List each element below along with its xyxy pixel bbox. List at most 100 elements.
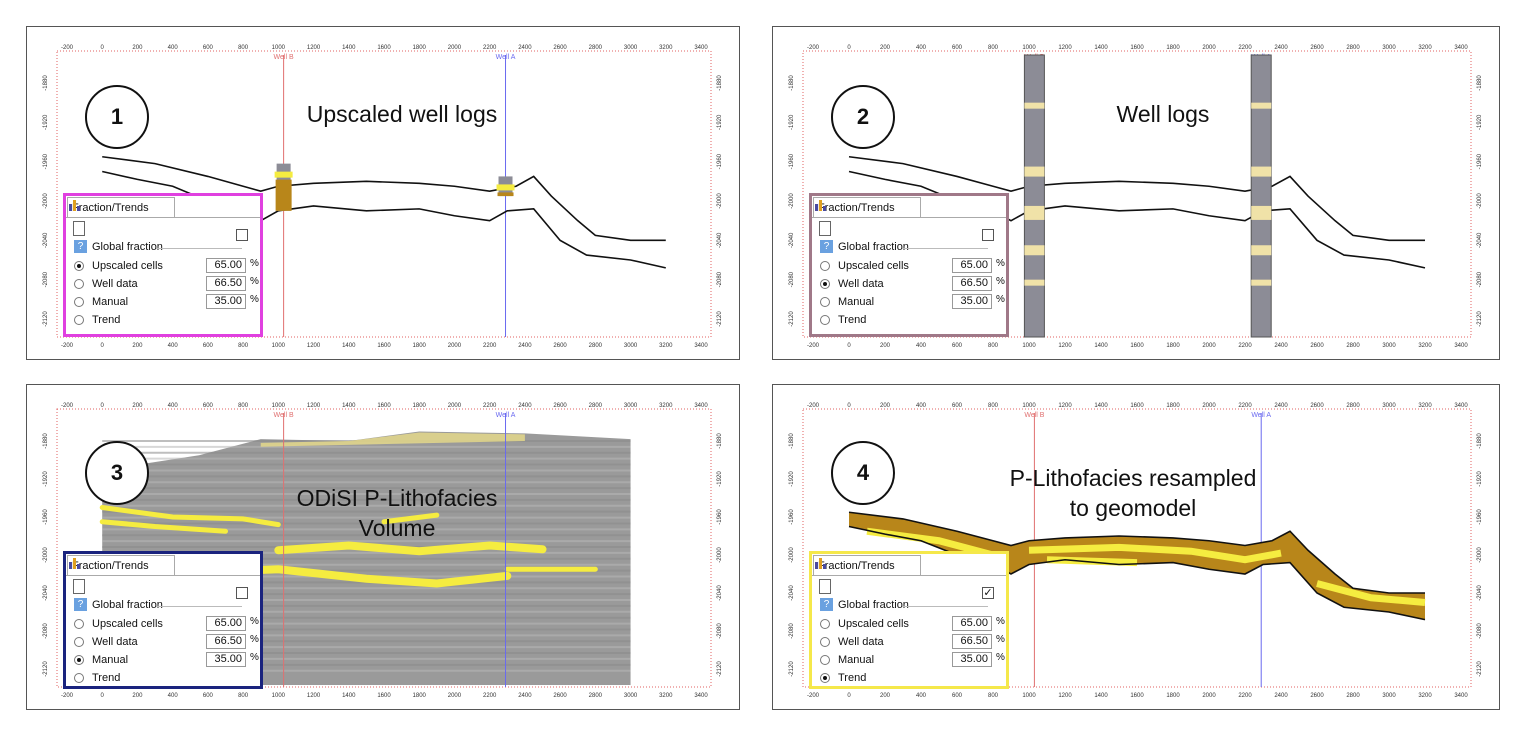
fraction-value-field[interactable]: 35.00 xyxy=(206,652,246,667)
widget-tab-row: Fraction/Trends xyxy=(66,554,260,576)
well-log-sand-interval xyxy=(1024,205,1045,220)
fraction-radio[interactable] xyxy=(820,279,830,289)
x-tick-label-bottom: 1600 xyxy=(1130,343,1144,349)
document-icon[interactable] xyxy=(73,579,85,594)
percent-unit: % xyxy=(996,276,1005,287)
fraction-value-field[interactable]: 66.50 xyxy=(206,276,246,291)
x-tick-label-bottom: 2800 xyxy=(1346,343,1360,349)
x-tick-label-bottom: 2000 xyxy=(448,693,462,699)
plot-frame xyxy=(56,50,712,338)
fraction-trends-tab[interactable]: Fraction/Trends xyxy=(813,555,921,575)
fraction-option-row[interactable]: Trend xyxy=(820,670,934,686)
fraction-option-row[interactable]: Manual xyxy=(74,652,188,668)
help-icon[interactable]: ? xyxy=(74,598,87,611)
y-tick-label-right: -1920 xyxy=(717,114,723,130)
fraction-radio[interactable] xyxy=(74,261,84,271)
fraction-option-row[interactable]: Well data xyxy=(74,276,188,292)
fraction-trends-tab[interactable]: Fraction/Trends xyxy=(67,197,175,217)
fraction-option-row[interactable]: Manual xyxy=(820,652,934,668)
document-icon[interactable] xyxy=(819,579,831,594)
fraction-radio[interactable] xyxy=(74,655,84,665)
fraction-option-row[interactable]: Upscaled cells xyxy=(820,616,934,632)
fraction-radio[interactable] xyxy=(74,279,84,289)
fraction-value-field[interactable]: 35.00 xyxy=(952,652,992,667)
fraction-trends-tab[interactable]: Fraction/Trends xyxy=(813,197,921,217)
fraction-radio[interactable] xyxy=(74,297,84,307)
document-icon[interactable] xyxy=(819,221,831,236)
fraction-radio[interactable] xyxy=(74,637,84,647)
fraction-value-field[interactable]: 35.00 xyxy=(952,294,992,309)
fraction-radio[interactable] xyxy=(74,673,84,683)
x-tick-label-top: 1000 xyxy=(272,45,286,51)
enable-checkbox[interactable]: ✓ xyxy=(982,587,994,599)
fraction-option-row[interactable]: Trend xyxy=(74,670,188,686)
x-tick-label-top: 800 xyxy=(238,45,249,51)
fraction-value-field[interactable]: 66.50 xyxy=(952,634,992,649)
fraction-option-row[interactable]: Well data xyxy=(74,634,188,650)
fraction-option-row[interactable]: Trend xyxy=(820,312,934,328)
enable-checkbox[interactable] xyxy=(236,229,248,241)
y-tick-label-right: -1880 xyxy=(1477,75,1483,91)
x-tick-label-bottom: 1800 xyxy=(1166,343,1180,349)
fraction-radio[interactable] xyxy=(820,673,830,683)
percent-unit: % xyxy=(250,294,259,305)
fraction-radio[interactable] xyxy=(820,261,830,271)
fraction-value-field[interactable]: 66.50 xyxy=(952,276,992,291)
x-tick-label-bottom: 1400 xyxy=(1094,343,1108,349)
fraction-trends-widget[interactable]: Fraction/Trends?Global fraction✓Upscaled… xyxy=(809,551,1009,689)
fraction-radio[interactable] xyxy=(820,655,830,665)
plot-frame xyxy=(56,408,712,688)
percent-unit: % xyxy=(250,634,259,645)
fraction-option-label: Well data xyxy=(838,636,884,648)
fraction-option-row[interactable]: Upscaled cells xyxy=(820,258,934,274)
help-icon[interactable]: ? xyxy=(820,240,833,253)
fraction-option-row[interactable]: Well data xyxy=(820,276,934,292)
fraction-radio[interactable] xyxy=(820,315,830,325)
fraction-option-row[interactable]: Trend xyxy=(74,312,188,328)
x-tick-label-top: 2400 xyxy=(1274,403,1288,409)
help-icon[interactable]: ? xyxy=(74,240,87,253)
fraction-option-row[interactable]: Upscaled cells xyxy=(74,616,188,632)
fraction-trends-tab[interactable]: Fraction/Trends xyxy=(67,555,175,575)
x-tick-label-bottom: 200 xyxy=(132,693,143,699)
fraction-option-row[interactable]: Well data xyxy=(820,634,934,650)
fraction-value-field[interactable]: 65.00 xyxy=(952,616,992,631)
y-tick-label-right: -1960 xyxy=(1477,509,1483,525)
x-tick-label-bottom: 2600 xyxy=(553,343,567,349)
fraction-radio[interactable] xyxy=(74,619,84,629)
x-tick-label-top: 800 xyxy=(988,45,999,51)
y-tick-label-right: -1960 xyxy=(717,509,723,525)
y-tick-label-left: -2000 xyxy=(789,547,795,563)
fraction-radio[interactable] xyxy=(820,297,830,307)
enable-checkbox[interactable] xyxy=(236,587,248,599)
enable-checkbox[interactable] xyxy=(982,229,994,241)
x-tick-label-bottom: 1400 xyxy=(342,693,356,699)
fraction-value-field[interactable]: 65.00 xyxy=(206,616,246,631)
fraction-value-field[interactable]: 66.50 xyxy=(206,634,246,649)
x-tick-label-top: 1600 xyxy=(1130,403,1144,409)
fraction-option-row[interactable]: Manual xyxy=(820,294,934,310)
well-log-sand-interval xyxy=(1251,245,1272,256)
bar-chart-icon xyxy=(815,558,826,569)
fraction-option-label: Trend xyxy=(92,314,121,326)
x-tick-label-top: 0 xyxy=(101,403,105,409)
document-icon[interactable] xyxy=(73,221,85,236)
x-tick-label-top: 1000 xyxy=(272,403,286,409)
fraction-option-row[interactable]: Manual xyxy=(74,294,188,310)
fraction-radio[interactable] xyxy=(820,637,830,647)
fraction-radio[interactable] xyxy=(820,619,830,629)
fraction-option-row[interactable]: Upscaled cells xyxy=(74,258,188,274)
fraction-value-field[interactable]: 65.00 xyxy=(206,258,246,273)
help-icon[interactable]: ? xyxy=(820,598,833,611)
x-tick-label-bottom: -200 xyxy=(807,343,820,349)
x-tick-label-bottom: 3200 xyxy=(1418,693,1432,699)
panel-number: 3 xyxy=(110,460,124,485)
x-tick-label-top: 2200 xyxy=(483,45,497,51)
fraction-value-field[interactable]: 65.00 xyxy=(952,258,992,273)
fraction-value-field[interactable]: 35.00 xyxy=(206,294,246,309)
fraction-radio[interactable] xyxy=(74,315,84,325)
panel-number: 1 xyxy=(110,104,124,129)
